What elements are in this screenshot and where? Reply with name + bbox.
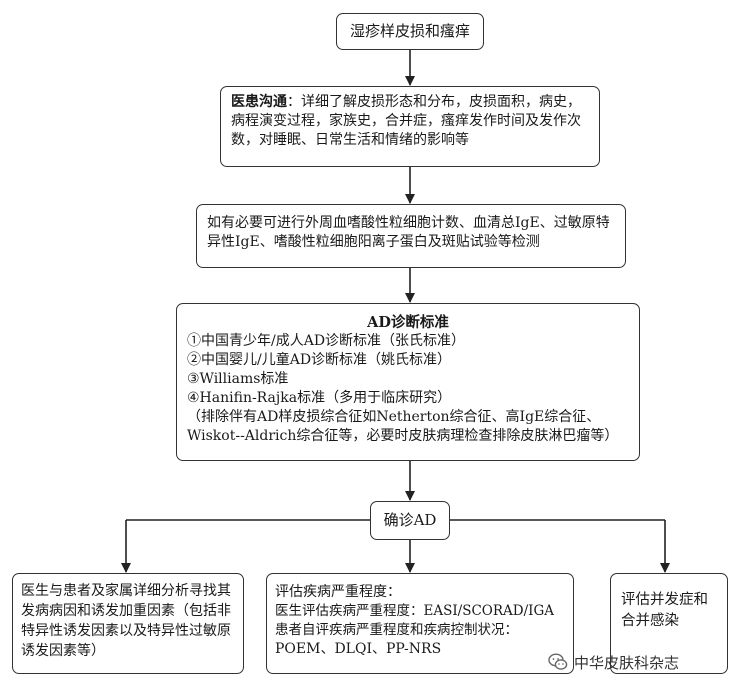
node-confirm-ad: 确诊AD <box>370 501 450 540</box>
criteria-exclusion-note: （排除伴有AD样皮损综合征如Netherton综合征、高IgE综合征、Wisko… <box>187 409 619 444</box>
severity-line-2: 医生评估疾病严重程度：EASI/SCORAD/IGA <box>275 603 555 619</box>
communication-label: 医患沟通 <box>231 94 287 110</box>
severity-line-3: 患者自评疾病严重程度和疾病控制状况： <box>275 622 518 638</box>
wechat-icon <box>548 653 568 670</box>
tests-text: 如有必要可进行外周血嗜酸性粒细胞计数、血清总IgE、过敏原特异性IgE、嗜酸性粒… <box>207 215 610 250</box>
criteria-item-3: ③Williams标准 <box>187 371 289 387</box>
criteria-item-4: ④Hanifin-Rajka标准（多用于临床研究） <box>187 390 452 406</box>
confirm-ad-text: 确诊AD <box>383 511 437 529</box>
criteria-title: AD诊断标准 <box>367 314 449 331</box>
triggers-text: 医生与患者及家属详细分析寻找其发病病因和诱发加重因素（包括非特异性诱发因素以及特… <box>21 583 231 659</box>
node-diagnostic-criteria: AD诊断标准 ①中国青少年/成人AD诊断标准（张氏标准） ②中国婴儿/儿童AD诊… <box>176 303 640 461</box>
node-start: 湿疹样皮损和瘙痒 <box>336 13 484 50</box>
complications-text: 评估并发症和合并感染 <box>621 592 708 629</box>
criteria-item-1: ①中国青少年/成人AD诊断标准（张氏标准） <box>187 333 466 349</box>
node-complications: 评估并发症和合并感染 <box>610 573 728 674</box>
severity-line-1: 评估疾病严重程度： <box>275 584 401 600</box>
watermark: 中华皮肤科杂志 <box>548 650 728 674</box>
node-start-text: 湿疹样皮损和瘙痒 <box>349 22 470 40</box>
communication-text: ：详细了解皮损形态和分布，皮损面积，病史，病程演变过程，家族史，合并症，瘙痒发作… <box>231 94 581 148</box>
node-communication: 医患沟通：详细了解皮损形态和分布，皮损面积，病史，病程演变过程，家族史，合并症，… <box>220 86 600 167</box>
severity-line-4: POEM、DLQI、PP-NRS <box>275 641 442 657</box>
watermark-text: 中华皮肤科杂志 <box>574 653 680 672</box>
node-severity: 评估疾病严重程度： 医生评估疾病严重程度：EASI/SCORAD/IGA 患者自… <box>266 573 574 674</box>
node-tests: 如有必要可进行外周血嗜酸性粒细胞计数、血清总IgE、过敏原特异性IgE、嗜酸性粒… <box>196 204 626 268</box>
criteria-item-2: ②中国婴儿/儿童AD诊断标准（姚氏标准） <box>187 352 452 368</box>
node-triggers: 医生与患者及家属详细分析寻找其发病病因和诱发加重因素（包括非特异性诱发因素以及特… <box>12 573 244 674</box>
